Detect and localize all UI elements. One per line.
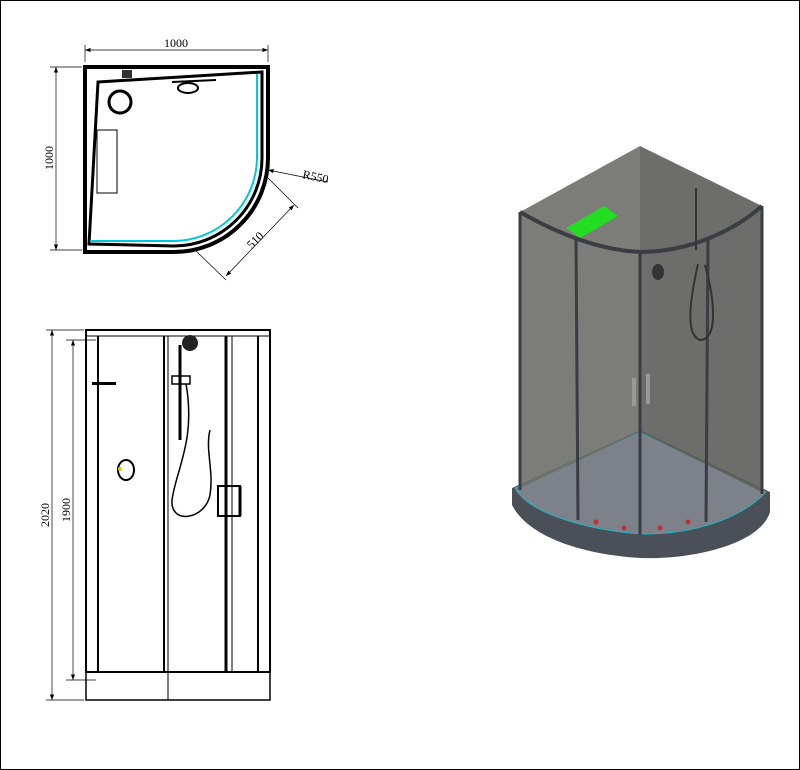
door-handles-3d [632,378,636,406]
perspective-view [512,146,770,559]
hose-3d [689,263,714,342]
mixer-handle [117,459,135,481]
cabin-outline [85,329,271,673]
shower-hose [171,383,212,517]
shower-tray [85,671,271,701]
mixer-icon [107,89,133,115]
plan-width-label: 1000 [164,36,188,50]
plan-depth-label: 1000 [42,146,56,170]
door-handle [217,485,241,517]
shower-head-plan [177,82,199,94]
total-height-label: 2020 [38,503,52,527]
roof-light [566,206,618,238]
back-wall-left [520,146,640,488]
shower-handle-plan [122,70,132,78]
plan-glass-edge [90,74,258,242]
plan-inner-frame [87,70,264,248]
door-width-label: 510 [244,229,267,252]
back-wall-right [640,146,762,492]
radius-label: R550 [301,167,329,186]
plan-view: 1000 1000 R550 510 [42,36,330,281]
seat-plan [96,129,118,194]
shelf-icon [92,382,116,385]
front-view: 2020 1900 [38,329,271,701]
glass-height-label: 1900 [59,498,73,522]
mixer-3d [652,264,664,280]
shower-head [182,335,198,351]
